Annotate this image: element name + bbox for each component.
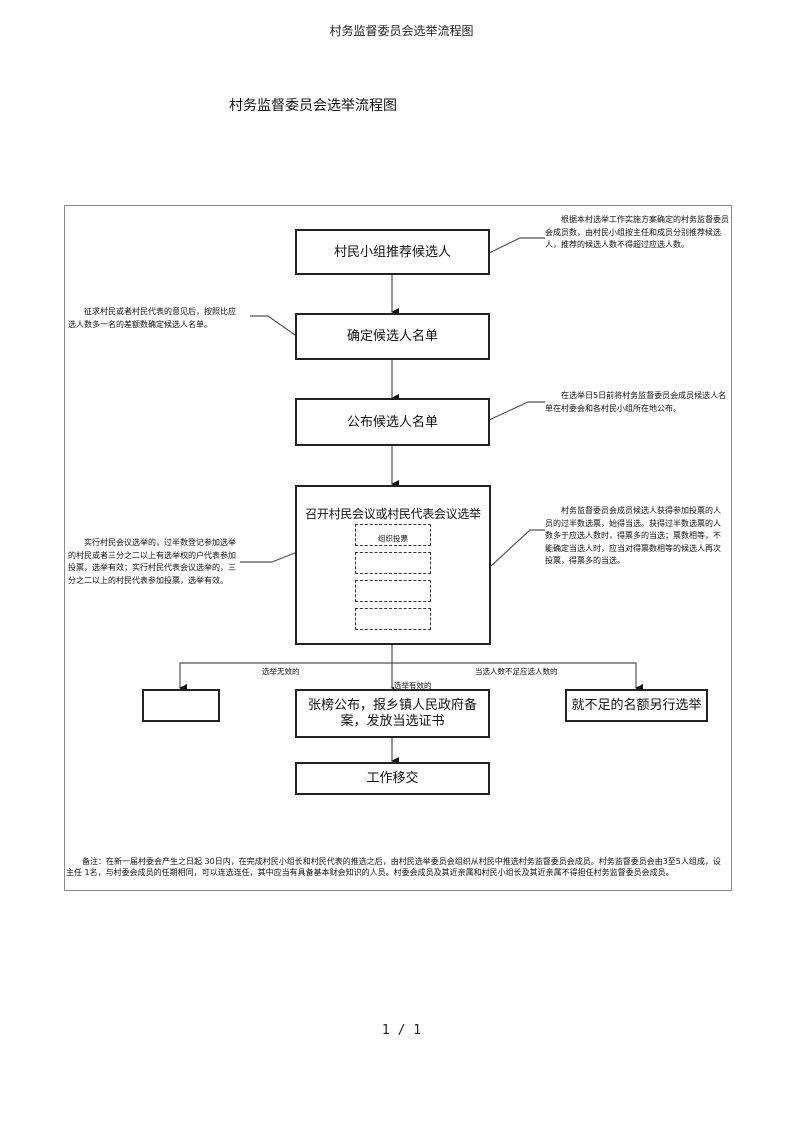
step-label: 村民小组推荐候选人: [333, 244, 451, 260]
branch-box-label: 就不足的名额另行选举: [571, 698, 702, 713]
flowchart-footnote: 备注：在新一届村委会产生之日起 30日内，在完成村民小组长和村民代表的推选之后，…: [66, 857, 721, 877]
step-label: 工作移交: [366, 771, 419, 786]
branch-box-invalid: [142, 689, 220, 722]
sub-step-box: [355, 608, 431, 630]
note-step4-left: 实行村民会议选举的，过半数登记参加选举的村民或者三分之二以上有选举权的户代表参加…: [68, 538, 236, 585]
sub-step-box: 组织投票: [355, 524, 431, 546]
sub-step-box: [355, 580, 431, 602]
note-step1: 根据本村选举工作实施方案确定的村务监督委员会成员数，由村民小组按主任和成员分别推…: [545, 215, 729, 249]
branch-label-valid: 选举有效的: [394, 680, 432, 691]
step-label: 确定候选人名单: [346, 329, 438, 344]
step-box-hold-election-meeting: 召开村民会议或村民代表会议选举 组织投票: [295, 485, 491, 645]
step-box-publish-candidate-list: 公布候选人名单: [295, 398, 490, 446]
flowchart-frame: [64, 205, 732, 891]
sub-step-box: [355, 552, 431, 574]
branch-label-invalid: 选举无效的: [262, 666, 300, 677]
branch-box-supplementary-election: 就不足的名额另行选举: [565, 689, 708, 722]
page-number: 1 / 1: [381, 1023, 422, 1038]
page-header-title: 村务监督委员会选举流程图: [329, 24, 474, 38]
note-step4-right: 村务监督委员会成员候选人获得参加投票的人员的过半数选票，始得当选。获得过半数选票…: [545, 506, 721, 565]
step-label: 召开村民会议或村民代表会议选举: [305, 507, 481, 521]
document-title: 村务监督委员会选举流程图: [229, 98, 397, 114]
step-box-announce-and-certify: 张榜公布，报乡镇人民政府备案，发放当选证书: [295, 689, 490, 738]
step-box-confirm-candidate-list: 确定候选人名单: [295, 313, 490, 360]
note-step2: 征求村民或者村民代表的意见后，按照比应选人数多一名的差额数确定候选人名单。: [68, 307, 236, 329]
step-box-work-handover: 工作移交: [295, 762, 490, 795]
note-step3: 在选举日5日前将村务监督委员会成员候选人名单在村委会和各村民小组所在地公布。: [545, 391, 727, 413]
branch-label-insufficient: 当选人数不足应选人数的: [475, 666, 558, 677]
step-label: 公布候选人名单: [346, 414, 438, 430]
sub-step-label: 组织投票: [378, 534, 408, 543]
step-label: 张榜公布，报乡镇人民政府备案，发放当选证书: [307, 697, 477, 729]
step-box-recommend-candidates: 村民小组推荐候选人: [295, 229, 490, 275]
